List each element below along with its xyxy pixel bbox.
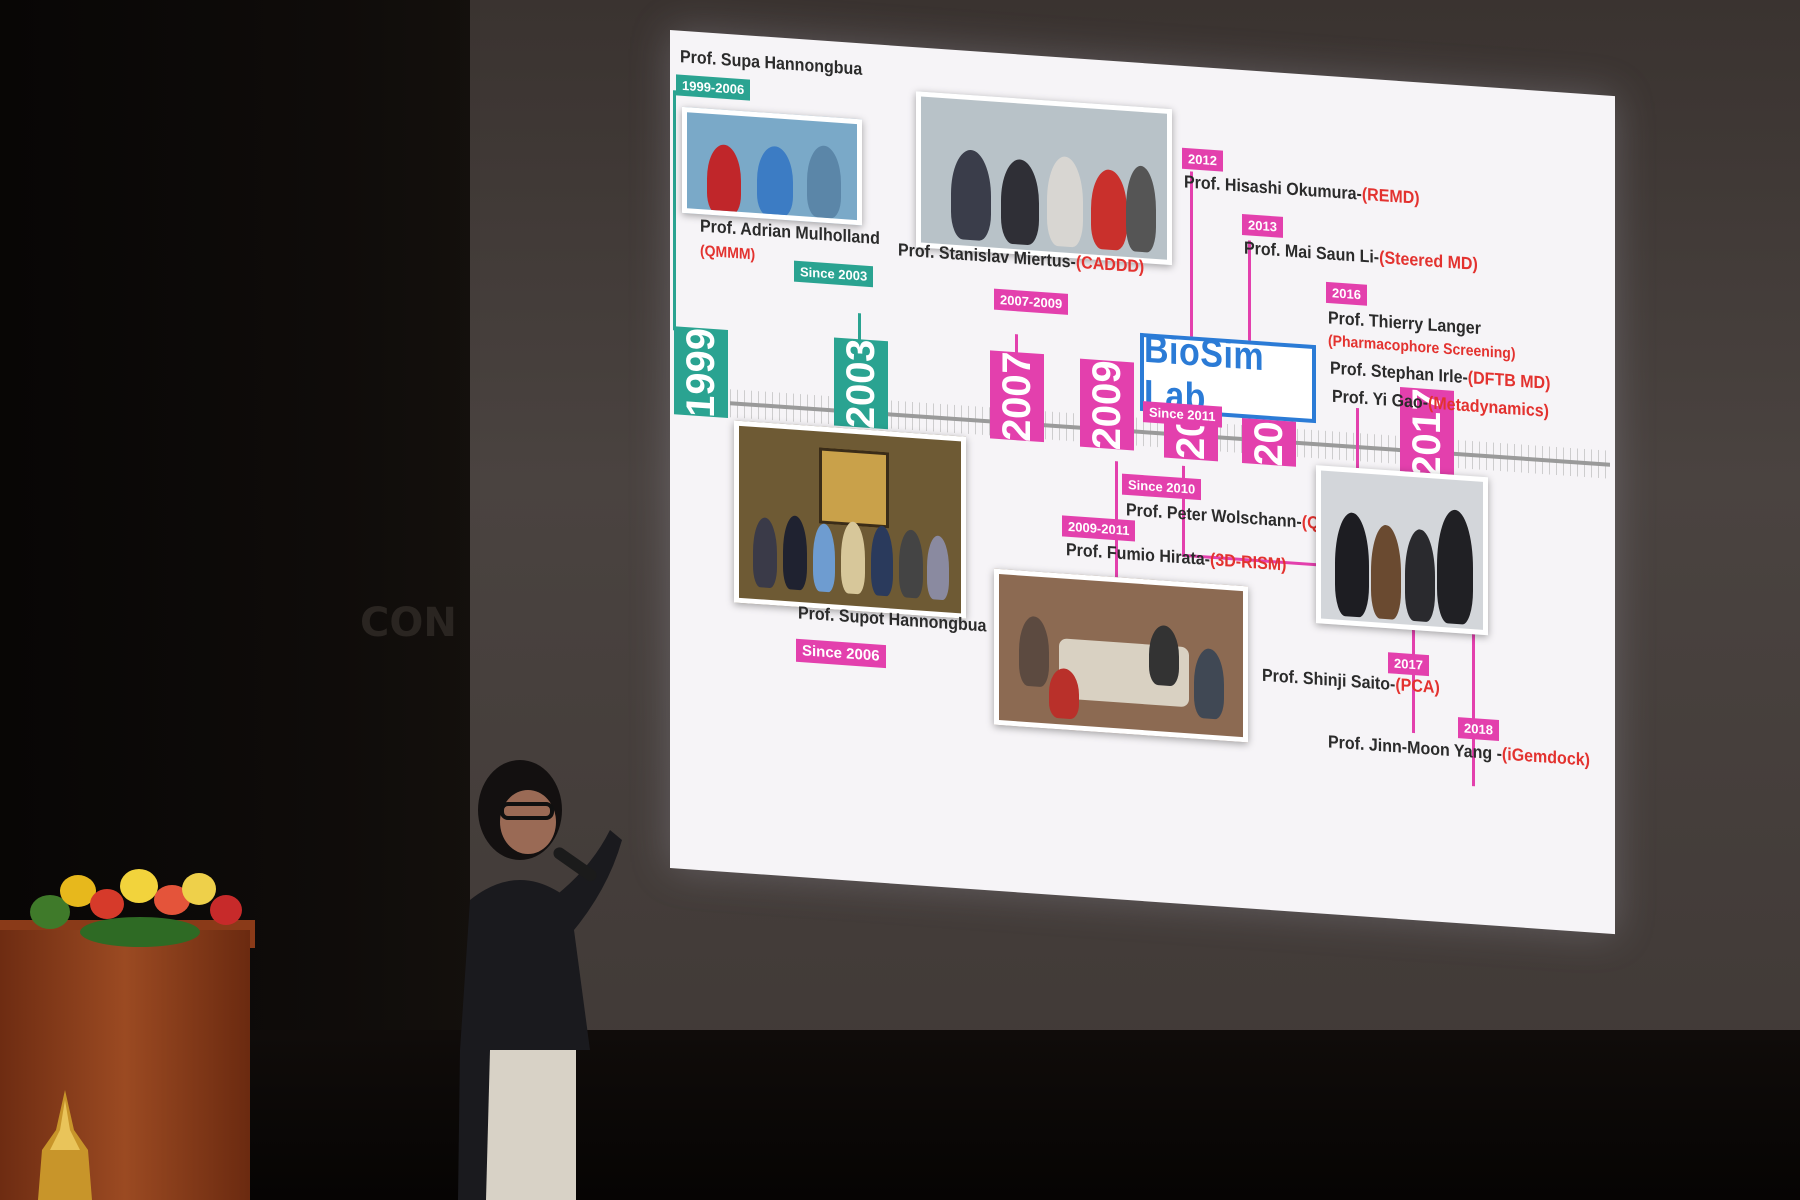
golden-ornament [38,1090,92,1200]
entry-wolschann-period: Since 2010 [1122,473,1202,501]
entry-saito-period: 2017 [1388,652,1429,677]
photo-person [951,148,991,242]
photo-person [813,522,835,593]
photo-miertus [916,91,1172,266]
entry-supa-period: 1999-2006 [676,74,751,101]
year-2009: 2009 [1080,358,1134,451]
entry-okumura-name: Prof. Hisashi Okumura-(REMD) [1184,173,1420,209]
photo-person [1437,508,1473,626]
photo-painting [819,447,889,529]
flower-arrangement [20,855,250,965]
entry-yang-name: Prof. Jinn-Moon Yang -(iGemdock) [1328,733,1590,771]
wall-sign: CON [360,600,457,646]
photo-person [841,520,865,595]
photo-person [753,516,777,589]
photo-person [707,143,741,216]
photo-person [1335,511,1369,618]
flower-red [90,889,124,919]
year-1999: 1999 [674,326,728,418]
entry-maisaunli-name: Prof. Mai Saun Li-(Steered MD) [1244,239,1478,275]
photo-hirata [994,568,1248,743]
connector-langer [1356,407,1359,474]
photo-supot [734,420,966,619]
photo-person [1001,158,1039,246]
connector-okumura [1190,171,1193,347]
year-2007: 2007 [990,350,1044,442]
entry-supa-name: Prof. Supa Hannongbua [680,47,863,80]
photo-person [757,145,793,218]
entry-yang-period: 2018 [1458,717,1499,741]
photo-person [1149,624,1179,687]
entry-hirata-name: Prof. Fumio Hirata-(3D-RISM) [1066,540,1287,575]
entry-mulholland-period: Since 2003 [794,260,874,288]
flower-red [210,895,242,925]
photo-person [1126,164,1156,253]
photo-person [783,514,807,591]
photo-person [1091,168,1127,251]
entry-langer-tech: (Pharmacophore Screening) [1328,331,1516,362]
photo-person [1405,528,1435,623]
presenter [458,760,622,1200]
photo-saito [1316,465,1488,636]
entry-miertus-period: 2007-2009 [994,288,1069,315]
entry-okumura-period: 2012 [1182,147,1223,172]
photo-person [1194,647,1224,720]
presentation-slide: 1999 2003 2007 2009 2011 2013 2017 BioSi… [670,30,1615,935]
photo-person [1019,615,1049,688]
entry-hirata-period: 2009-2011 [1062,515,1136,542]
photo-person [1371,524,1401,621]
photo-person [871,525,893,597]
entry-langer-period: 2016 [1326,281,1367,306]
photo-person [927,534,949,601]
entry-maisaunli-period: 2013 [1242,213,1283,238]
photo-person [899,529,923,599]
stage-floor-shadow [0,1030,1800,1200]
leaf-cluster [80,917,200,947]
entry-mulholland-tech: (QMMM) [700,241,756,263]
flower-yellow [120,869,158,903]
connector-1999 [673,90,676,331]
photo-supa [682,106,862,226]
flower-yellow [182,873,216,905]
year-2003: 2003 [834,337,888,429]
photo-person [807,144,841,219]
photo-person [1047,155,1083,248]
entry-supot-period: Since 2006 [796,638,886,669]
